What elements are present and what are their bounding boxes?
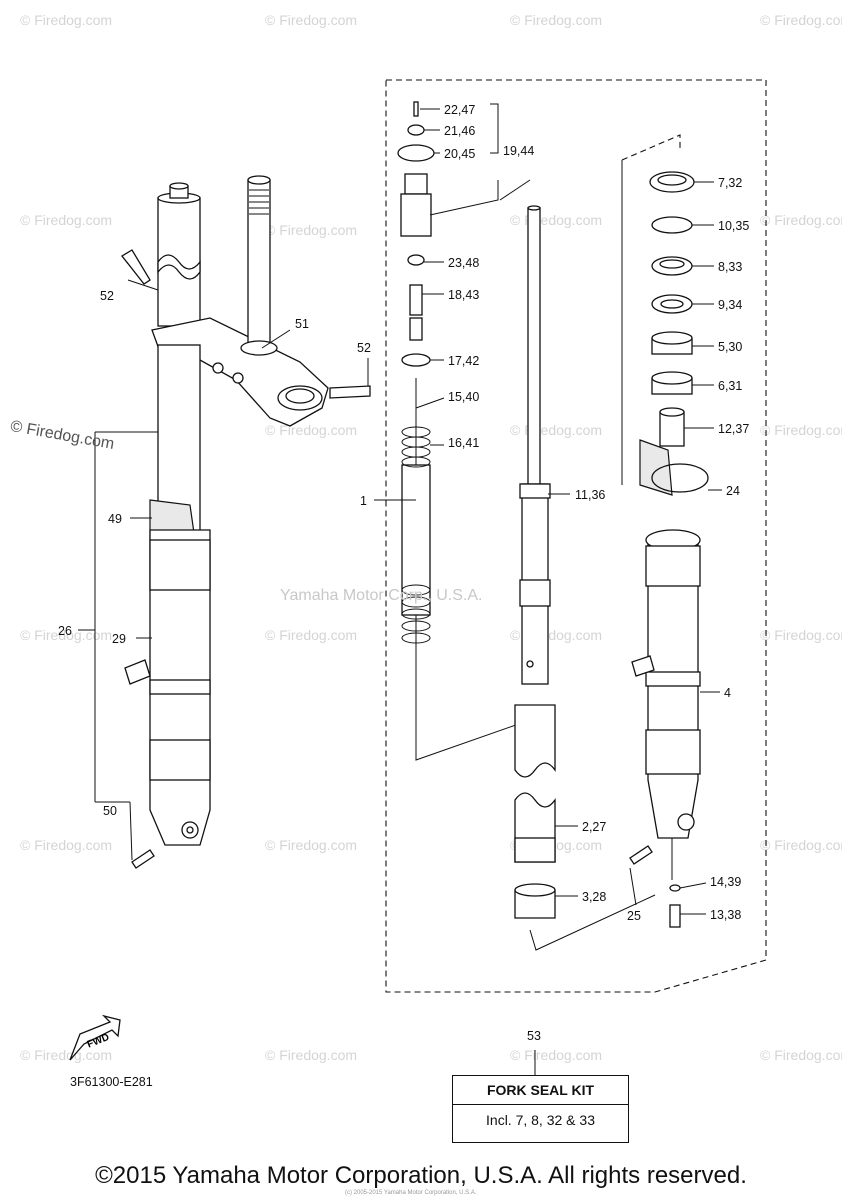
watermark: © Firedog.com [265,422,357,438]
callout-12: 12,37 [718,422,749,436]
watermark: © Firedog.com [760,837,842,853]
fork-seal-kit-box: FORK SEAL KIT Incl. 7, 8, 32 & 33 [452,1075,629,1143]
callout-29: 29 [112,632,126,646]
watermark: © Firedog.com [510,12,602,28]
watermark: © Firedog.com [510,422,602,438]
callout-19: 19,44 [503,144,534,158]
bolt-52-left [121,249,151,285]
watermark: © Firedog.com [760,422,842,438]
callout-52-left: 52 [100,289,114,303]
watermark: © Firedog.com [265,1047,357,1063]
watermark: © Firedog.com [265,627,357,643]
watermark: © Firedog.com [760,627,842,643]
handlebar-post [247,179,271,353]
copyright-footer: ©2015 Yamaha Motor Corporation, U.S.A. A… [95,1162,747,1189]
watermark-layer: © Firedog.com © Firedog.com © Firedog.co… [20,12,842,1063]
callout-11: 11,36 [575,488,605,502]
callout-13: 13,38 [710,908,741,922]
bolt-50 [131,849,155,869]
callout-14: 14,39 [710,875,741,889]
callout-7: 7,32 [718,176,742,190]
callout-25: 25 [627,909,641,923]
watermark: © Firedog.com [265,12,357,28]
bolt-52-right [329,385,371,399]
callout-52-right: 52 [357,341,371,355]
watermark: © Firedog.com [760,212,842,228]
watermark: © Firedog.com [20,837,112,853]
watermark: © Firedog.com [760,1047,842,1063]
kit-title: FORK SEAL KIT [453,1082,628,1105]
callout-10: 10,35 [718,219,749,233]
callout-53: 53 [527,1029,541,1043]
callout-23: 23,48 [448,256,479,270]
seal-column [621,134,722,928]
callout-9: 9,34 [718,298,742,312]
callout-4: 4 [724,686,731,700]
callout-18: 18,43 [448,288,479,302]
watermark: © Firedog.com [20,1047,112,1063]
kit-includes: Incl. 7, 8, 32 & 33 [486,1112,595,1128]
callout-26: 26 [58,624,72,638]
copyright-small: (c) 2005-2015 Yamaha Motor Corporation, … [345,1190,477,1196]
callout-3: 3,28 [582,890,606,904]
callout-21: 21,46 [444,124,475,138]
callout-8: 8,33 [718,260,742,274]
center-watermark: Yamaha Motor Corp., U.S.A. [280,587,483,604]
callout-17: 17,42 [448,354,479,368]
assembled-fork [78,175,371,869]
inner-tube-column [499,179,656,951]
callout-16: 16,41 [448,436,479,450]
watermark: © Firedog.com [760,12,842,28]
watermark: © Firedog.com [265,222,357,238]
callout-50: 50 [103,804,117,818]
watermark: © Firedog.com [20,12,112,28]
watermark: © Firedog.com [265,837,357,853]
callout-51: 51 [295,317,309,331]
watermark: © Firedog.com [20,627,112,643]
callout-49: 49 [108,512,122,526]
watermark: © Firedog.com [510,212,602,228]
callout-6: 6,31 [718,379,742,393]
callout-20: 20,45 [444,147,475,161]
diagram-id: 3F61300-E281 [70,1075,153,1089]
callout-1: 1 [360,494,367,508]
callout-22: 22,47 [444,103,475,117]
callout-5: 5,30 [718,340,742,354]
watermark: © Firedog.com [20,212,112,228]
watermark: © Firedog.com [510,1047,602,1063]
damper-column [386,101,531,761]
callout-24: 24 [726,484,740,498]
callout-2: 2,27 [582,820,606,834]
callout-15: 15,40 [448,390,479,404]
